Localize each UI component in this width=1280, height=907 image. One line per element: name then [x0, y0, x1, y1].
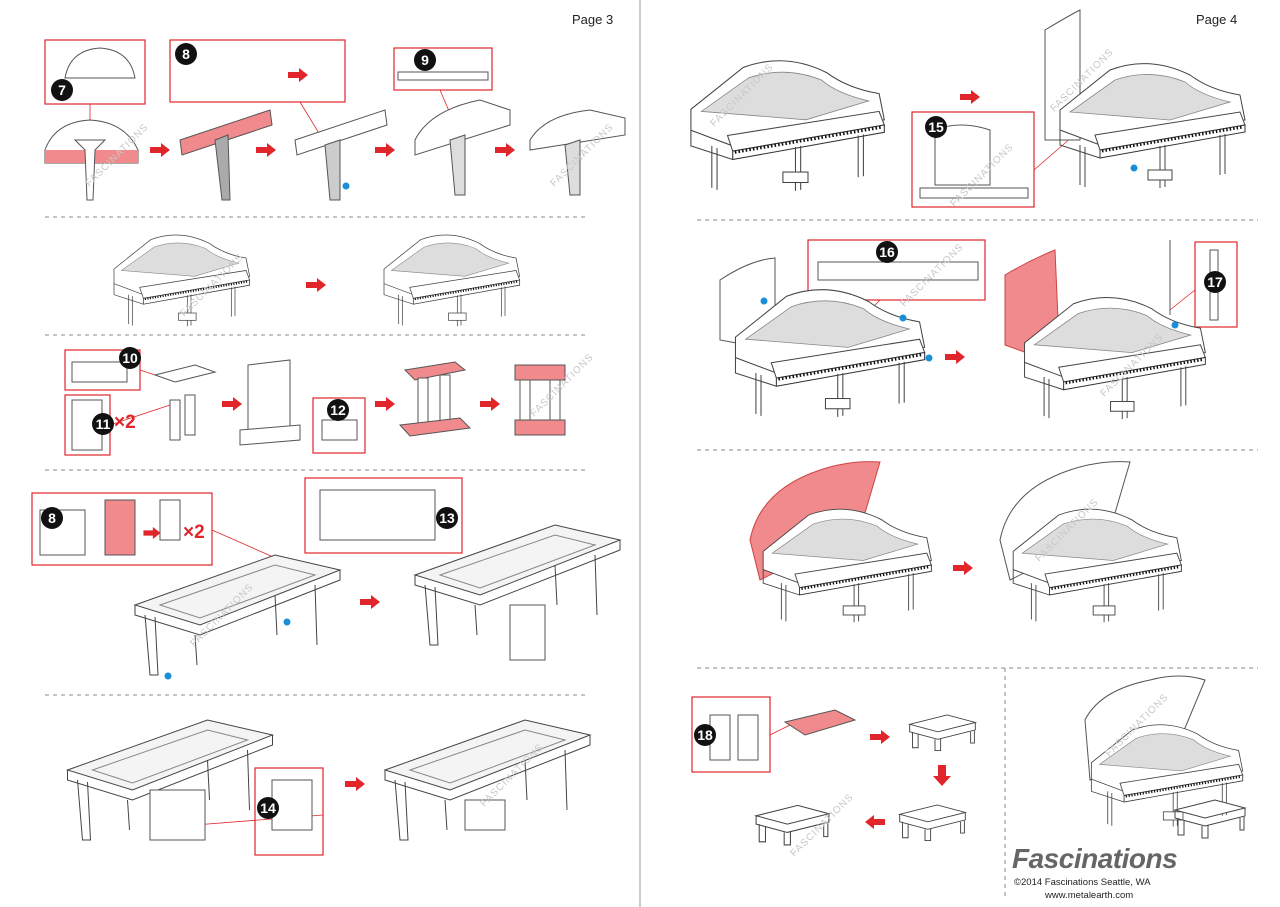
- fascinations-logo: Fascinations: [1012, 843, 1178, 874]
- website-link[interactable]: www.metalearth.com: [1045, 890, 1134, 901]
- page-number-3: Page 3: [572, 12, 614, 27]
- step-badge-11: 11: [92, 413, 114, 435]
- callout-boxes: [31, 39, 1238, 856]
- step-badge-8: 8: [175, 43, 197, 65]
- step-badge-18: 18: [694, 724, 716, 746]
- step-badge-8-repeat: 8: [41, 507, 63, 529]
- multiplier-step-11: ×2: [114, 412, 136, 433]
- step-badge-14: 14: [257, 797, 279, 819]
- step-badge-9: 9: [414, 49, 436, 71]
- step-badge-13: 13: [436, 507, 458, 529]
- copyright-text: ©2014 Fascinations Seattle, WA: [1014, 877, 1151, 888]
- step-badge-16: 16: [876, 241, 898, 263]
- step-badge-7: 7: [51, 79, 73, 101]
- step-7-parts: [44, 47, 626, 201]
- section-dividers: [45, 216, 1258, 900]
- step-badge-12: 12: [327, 399, 349, 421]
- step-badge-15: 15: [925, 116, 947, 138]
- page-number-4: Page 4: [1196, 12, 1238, 27]
- step-badge-10: 10: [119, 347, 141, 369]
- step-badge-17: 17: [1204, 271, 1226, 293]
- multiplier-step-8: ×2: [183, 522, 205, 543]
